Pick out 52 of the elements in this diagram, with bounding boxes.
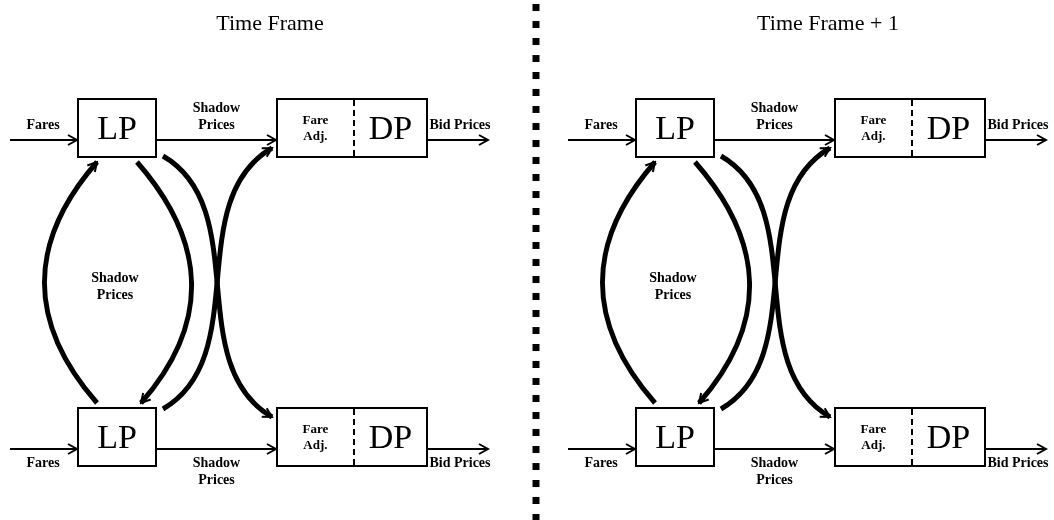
edge-label: Fares xyxy=(583,455,619,472)
arrow xyxy=(693,160,752,405)
box-label: Fare Adj. xyxy=(859,112,888,144)
process-box xyxy=(77,407,157,467)
edge-label: Bid Prices xyxy=(428,117,492,134)
edge-label: Bid Prices xyxy=(428,455,492,472)
edge-label: Bid Prices xyxy=(986,117,1050,134)
panel-title: Time Frame + 1 xyxy=(757,10,899,36)
box-label: Fare Adj. xyxy=(859,421,888,453)
edge-label: Shadow Prices xyxy=(191,455,242,489)
box-label: LP xyxy=(655,420,695,454)
arrow xyxy=(714,134,835,146)
arrow xyxy=(42,160,99,405)
arrow xyxy=(427,134,489,146)
arrow xyxy=(985,134,1047,146)
process-box xyxy=(276,407,428,467)
process-box xyxy=(834,407,986,467)
box-label: DP xyxy=(926,420,971,454)
panel-title: Time Frame xyxy=(216,10,324,36)
text-label: Shadow Prices xyxy=(90,270,140,304)
arrow xyxy=(9,443,78,455)
arrow xyxy=(714,443,835,455)
box-label: LP xyxy=(97,420,137,454)
box-label: Fare Adj. xyxy=(301,421,330,453)
arrow xyxy=(135,160,194,405)
arrow xyxy=(567,134,636,146)
arrow xyxy=(427,443,489,455)
arrow xyxy=(985,443,1047,455)
process-box xyxy=(834,98,986,158)
arrow xyxy=(156,443,277,455)
edge-label: Fares xyxy=(583,117,619,134)
box-label: DP xyxy=(368,111,413,145)
process-box xyxy=(635,98,715,158)
edge-label: Fares xyxy=(25,117,61,134)
box-label: Fare Adj. xyxy=(301,112,330,144)
box-label: LP xyxy=(655,111,695,145)
edge-label: Shadow Prices xyxy=(749,100,800,134)
process-box xyxy=(276,98,428,158)
edge-label: Shadow Prices xyxy=(191,100,242,134)
box-label: DP xyxy=(926,111,971,145)
arrow xyxy=(567,443,636,455)
process-box xyxy=(635,407,715,467)
box-label: LP xyxy=(97,111,137,145)
text-label: Shadow Prices xyxy=(648,270,698,304)
box-label: DP xyxy=(368,420,413,454)
arrow xyxy=(156,134,277,146)
process-box xyxy=(77,98,157,158)
edge-label: Fares xyxy=(25,455,61,472)
arrow xyxy=(600,160,657,405)
arrow xyxy=(9,134,78,146)
edge-label: Bid Prices xyxy=(986,455,1050,472)
edge-label: Shadow Prices xyxy=(749,455,800,489)
